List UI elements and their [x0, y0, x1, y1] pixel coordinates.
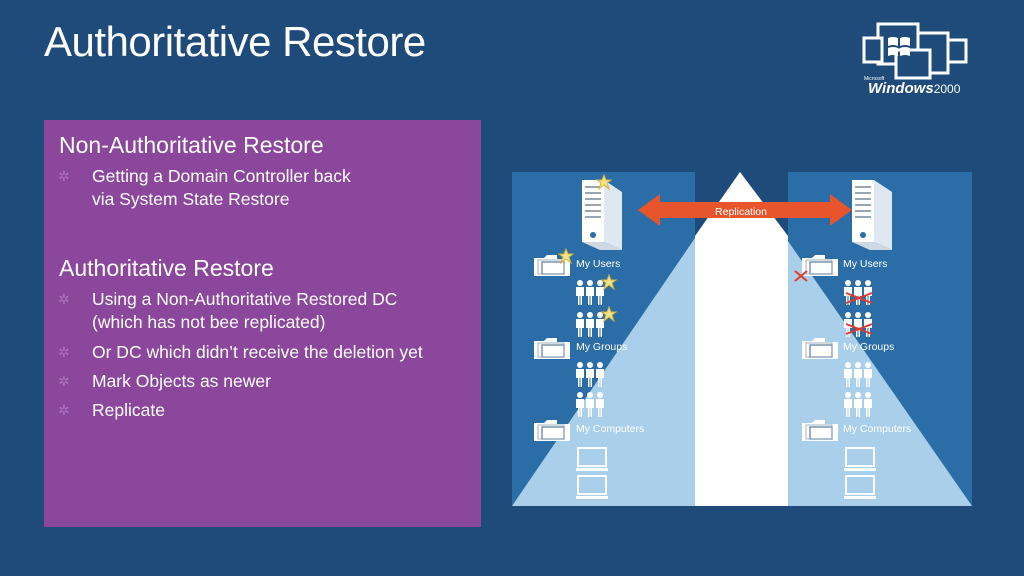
x-mark-icon — [845, 323, 873, 335]
folder-label-groups: My Groups — [576, 341, 627, 353]
folder-label-users: My Users — [843, 258, 887, 270]
windows-logo — [862, 22, 968, 80]
replication-label: Replication — [715, 206, 767, 218]
folder-label-computers: My Computers — [576, 423, 644, 435]
bullet-icon: ✲ — [58, 373, 70, 389]
heading-authoritative: Authoritative Restore — [59, 255, 274, 281]
replication-arrow: Replication — [638, 194, 852, 226]
replication-diagram: Replication My Users My Groups My Comput… — [512, 172, 972, 506]
heading-non-authoritative: Non-Authoritative Restore — [59, 132, 324, 158]
bullet-icon: ✲ — [58, 291, 70, 307]
folder-label-computers: My Computers — [843, 423, 911, 435]
folder-label-groups: My Groups — [843, 341, 894, 353]
bullet-icon: ✲ — [58, 168, 70, 184]
logo-maker: Microsoft — [864, 76, 885, 82]
bullet-text: Using a Non-Authoritative Restored DC (w… — [92, 289, 398, 332]
bullet-text: Replicate — [92, 400, 165, 420]
server-icon — [852, 180, 892, 250]
logo-text: Windows2000 — [868, 80, 961, 97]
bullet-text: Or DC which didn’t receive the deletion … — [92, 342, 423, 362]
bullet-text: Getting a Domain Controller back via Sys… — [92, 166, 351, 209]
bullet-icon: ✲ — [58, 402, 70, 418]
bullet-text: Mark Objects as newer — [92, 371, 271, 391]
folder-label-users: My Users — [576, 258, 620, 270]
server-icon — [582, 180, 622, 250]
content-panel: Non-Authoritative Restore ✲ Getting a Do… — [44, 120, 481, 527]
x-mark-icon — [845, 292, 873, 304]
bullet-icon: ✲ — [58, 344, 70, 360]
page-title: Authoritative Restore — [44, 18, 426, 65]
